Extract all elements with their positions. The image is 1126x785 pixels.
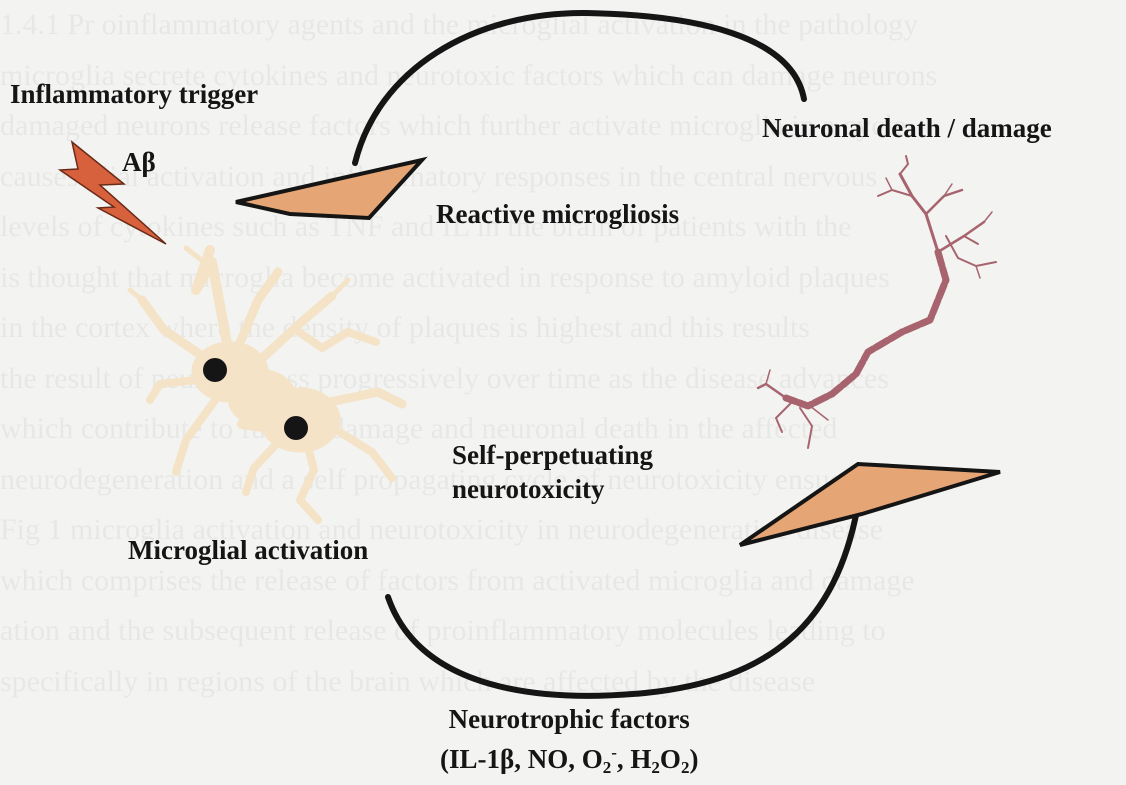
neuron-illustration (758, 156, 996, 448)
h2-subscript: 2 (651, 758, 660, 777)
factors-open: (IL-1β, NO, O (440, 744, 603, 774)
inflammatory-trigger-label: Inflammatory trigger (10, 78, 258, 110)
self-perpetuating-neurotoxicity-label: Self-perpetuating neurotoxicity (452, 438, 653, 506)
abeta-label: Aβ (122, 146, 156, 178)
top-cycle-arc (355, 13, 804, 163)
neuronal-death-label: Neuronal death / damage (762, 112, 1052, 144)
neurotrophic-factors-label: Neurotrophic factors (IL-1β, NO, O2-, H2… (440, 702, 698, 785)
factors-mid: , H (617, 744, 652, 774)
neurotrophic-factors-title: Neurotrophic factors (440, 702, 698, 736)
microglia-nucleus (203, 358, 227, 382)
self-perpetuating-line2: neurotoxicity (452, 472, 653, 506)
microglial-activation-label: Microglial activation (128, 534, 368, 566)
o2-subscript: 2 (603, 758, 612, 777)
microglia-cells-illustration (130, 248, 402, 520)
factors-o: O (660, 744, 681, 774)
self-perpetuating-line1: Self-perpetuating (452, 438, 653, 472)
microglia-nucleus (284, 416, 308, 440)
top-arrowhead (236, 160, 422, 218)
reactive-microgliosis-label: Reactive microgliosis (436, 198, 679, 230)
neurotrophic-factors-list: (IL-1β, NO, O2-, H2O2) (440, 736, 698, 785)
factors-close: ) (689, 744, 698, 774)
bottom-arrowhead (740, 464, 1000, 545)
